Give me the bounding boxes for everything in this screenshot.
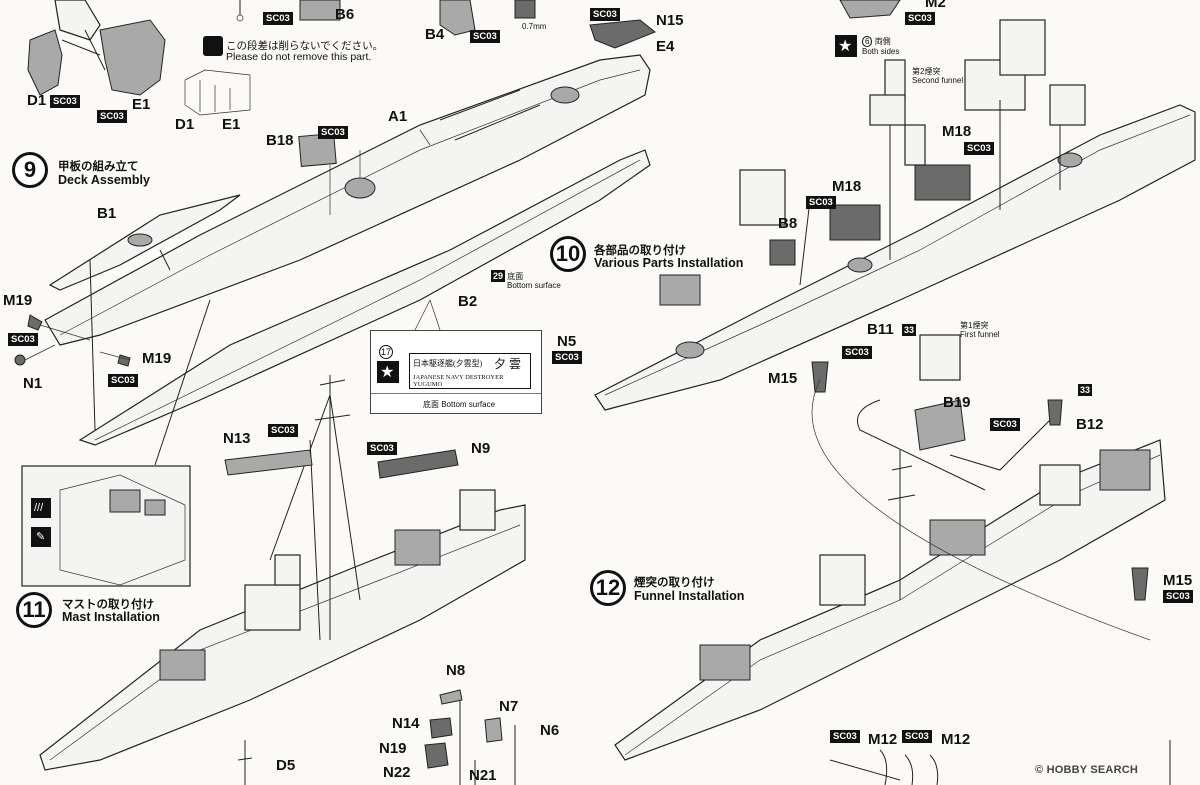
part-label-n9: N9 xyxy=(471,440,491,457)
part-label-m12: M12 xyxy=(868,731,898,748)
name-plate: 日本駆逐艦(夕雲型) 夕 雲 JAPANESE NAVY DESTROYER Y… xyxy=(409,353,531,389)
part-label-e1: E1 xyxy=(132,96,151,113)
watermark-brand: HOBBY SEARCH xyxy=(1046,764,1139,776)
part-label-m18: M18 xyxy=(942,123,972,140)
paint-badge: SC03 xyxy=(50,95,80,108)
decal-number: 33 xyxy=(902,324,917,336)
part-label-b18: B18 xyxy=(266,132,294,149)
step-10-title-en: Various Parts Installation xyxy=(594,256,744,270)
part-label-m19: M19 xyxy=(3,292,33,309)
part-label-b2: B2 xyxy=(458,293,478,310)
paint-badge: SC03 xyxy=(552,351,582,364)
part-label-n13: N13 xyxy=(223,430,251,447)
part-label-b19: B19 xyxy=(943,394,971,411)
paint-badge: SC03 xyxy=(1163,590,1193,603)
step-10-title-jp: 各部品の取り付け xyxy=(594,245,686,257)
part-label-m2: M2 xyxy=(925,0,946,11)
step-11-title-en: Mast Installation xyxy=(62,610,160,624)
decal-number: 33 xyxy=(1078,384,1093,396)
part-label-b6: B6 xyxy=(335,6,355,23)
notice-icon xyxy=(203,36,223,56)
part-label-n19: N19 xyxy=(379,740,407,757)
part-d1-shape xyxy=(27,29,63,96)
part-label-b4: B4 xyxy=(425,26,445,43)
paint-badge: SC03 xyxy=(108,374,138,387)
ship-step10 xyxy=(594,104,1196,411)
paint-badge: SC03 xyxy=(806,196,836,209)
step-12-title-jp: 煙突の取り付け xyxy=(634,577,715,589)
part-label-n15: N15 xyxy=(656,12,684,29)
paint-badge: SC03 xyxy=(263,12,293,25)
part-label-n1: N1 xyxy=(23,375,43,392)
part-label-e1b: E1 xyxy=(222,116,241,133)
part-label-n21: N21 xyxy=(469,767,497,784)
paint-badge: SC03 xyxy=(990,418,1020,431)
paint-badge: SC03 xyxy=(964,142,994,155)
step-12-title-en: Funnel Installation xyxy=(634,589,745,603)
decal-number: 17 xyxy=(379,345,393,359)
part-label-n7: N7 xyxy=(499,698,519,715)
part-label-e4: E4 xyxy=(656,38,675,55)
paint-badge: SC03 xyxy=(830,730,860,743)
paint-badge: SC03 xyxy=(8,333,38,346)
step-11-title-jp: マストの取り付け xyxy=(62,599,154,611)
plate-jp: 日本駆逐艦(夕雲型) xyxy=(413,359,483,368)
part-label-d5: D5 xyxy=(276,757,296,774)
step-10-number: 10 xyxy=(550,236,586,272)
part-label-n5: N5 xyxy=(557,333,577,350)
ship-step11 xyxy=(39,504,526,771)
thickness-label: 0.7mm xyxy=(522,22,547,31)
part-label-m15b: M15 xyxy=(1163,572,1193,589)
paint-badge: SC03 xyxy=(268,424,298,437)
watermark: © HOBBY SEARCH xyxy=(1035,764,1138,776)
part-label-m18b: M18 xyxy=(832,178,862,195)
part-label-n22: N22 xyxy=(383,764,411,781)
step-9-number: 9 xyxy=(12,152,48,188)
part-label-m15: M15 xyxy=(768,370,798,387)
paint-badge: SC03 xyxy=(842,346,872,359)
plate-name: 夕 雲 xyxy=(494,357,522,371)
step-11-number: 11 xyxy=(16,592,52,628)
part-label-d1: D1 xyxy=(27,92,47,109)
part-label-b1: B1 xyxy=(97,205,117,222)
part-e1-shape xyxy=(99,19,166,96)
step-9-title-en: Deck Assembly xyxy=(58,173,150,187)
part-label-b8: B8 xyxy=(778,215,798,232)
paint-badge: SC03 xyxy=(590,8,620,21)
name-plate-callout: 17 ★ 日本駆逐艦(夕雲型) 夕 雲 JAPANESE NAVY DESTRO… xyxy=(370,330,542,414)
paint-brush-icon: /// xyxy=(34,502,44,514)
bottom-surface-caption: 底面 Bottom surface xyxy=(423,400,496,409)
part-label-b11: B11 xyxy=(867,321,894,338)
paint-badge: SC03 xyxy=(905,12,935,25)
paint-badge: SC03 xyxy=(902,730,932,743)
watermark-copy: © xyxy=(1035,764,1044,776)
paint-badge: SC03 xyxy=(97,110,127,123)
part-label-m12b: M12 xyxy=(941,731,971,748)
part-label-d1b: D1 xyxy=(175,116,195,133)
part-label-n14: N14 xyxy=(392,715,420,732)
part-label-a1: A1 xyxy=(388,108,408,125)
hull-b2 xyxy=(78,149,651,446)
step-9-title-jp: 甲板の組み立て xyxy=(58,161,139,173)
plate-en: JAPANESE NAVY DESTROYER YUGUMO xyxy=(413,374,504,388)
deck-a1 xyxy=(44,54,651,346)
part-label-b12: B12 xyxy=(1076,416,1104,433)
part-label-n6: N6 xyxy=(540,722,560,739)
glue-icon: ✎ xyxy=(36,531,46,543)
notice-jp: この段差は削らないでください。 xyxy=(226,40,384,52)
notice-en: Please do not remove this part. xyxy=(226,51,372,63)
paint-badge: SC03 xyxy=(367,442,397,455)
paint-badge: SC03 xyxy=(470,30,500,43)
step-12-number: 12 xyxy=(590,570,626,606)
paint-badge: SC03 xyxy=(318,126,348,139)
star-icon: ★ xyxy=(835,35,857,57)
part-label-n8: N8 xyxy=(446,662,466,679)
star-icon: ★ xyxy=(377,361,399,383)
part-label-m19b: M19 xyxy=(142,350,172,367)
